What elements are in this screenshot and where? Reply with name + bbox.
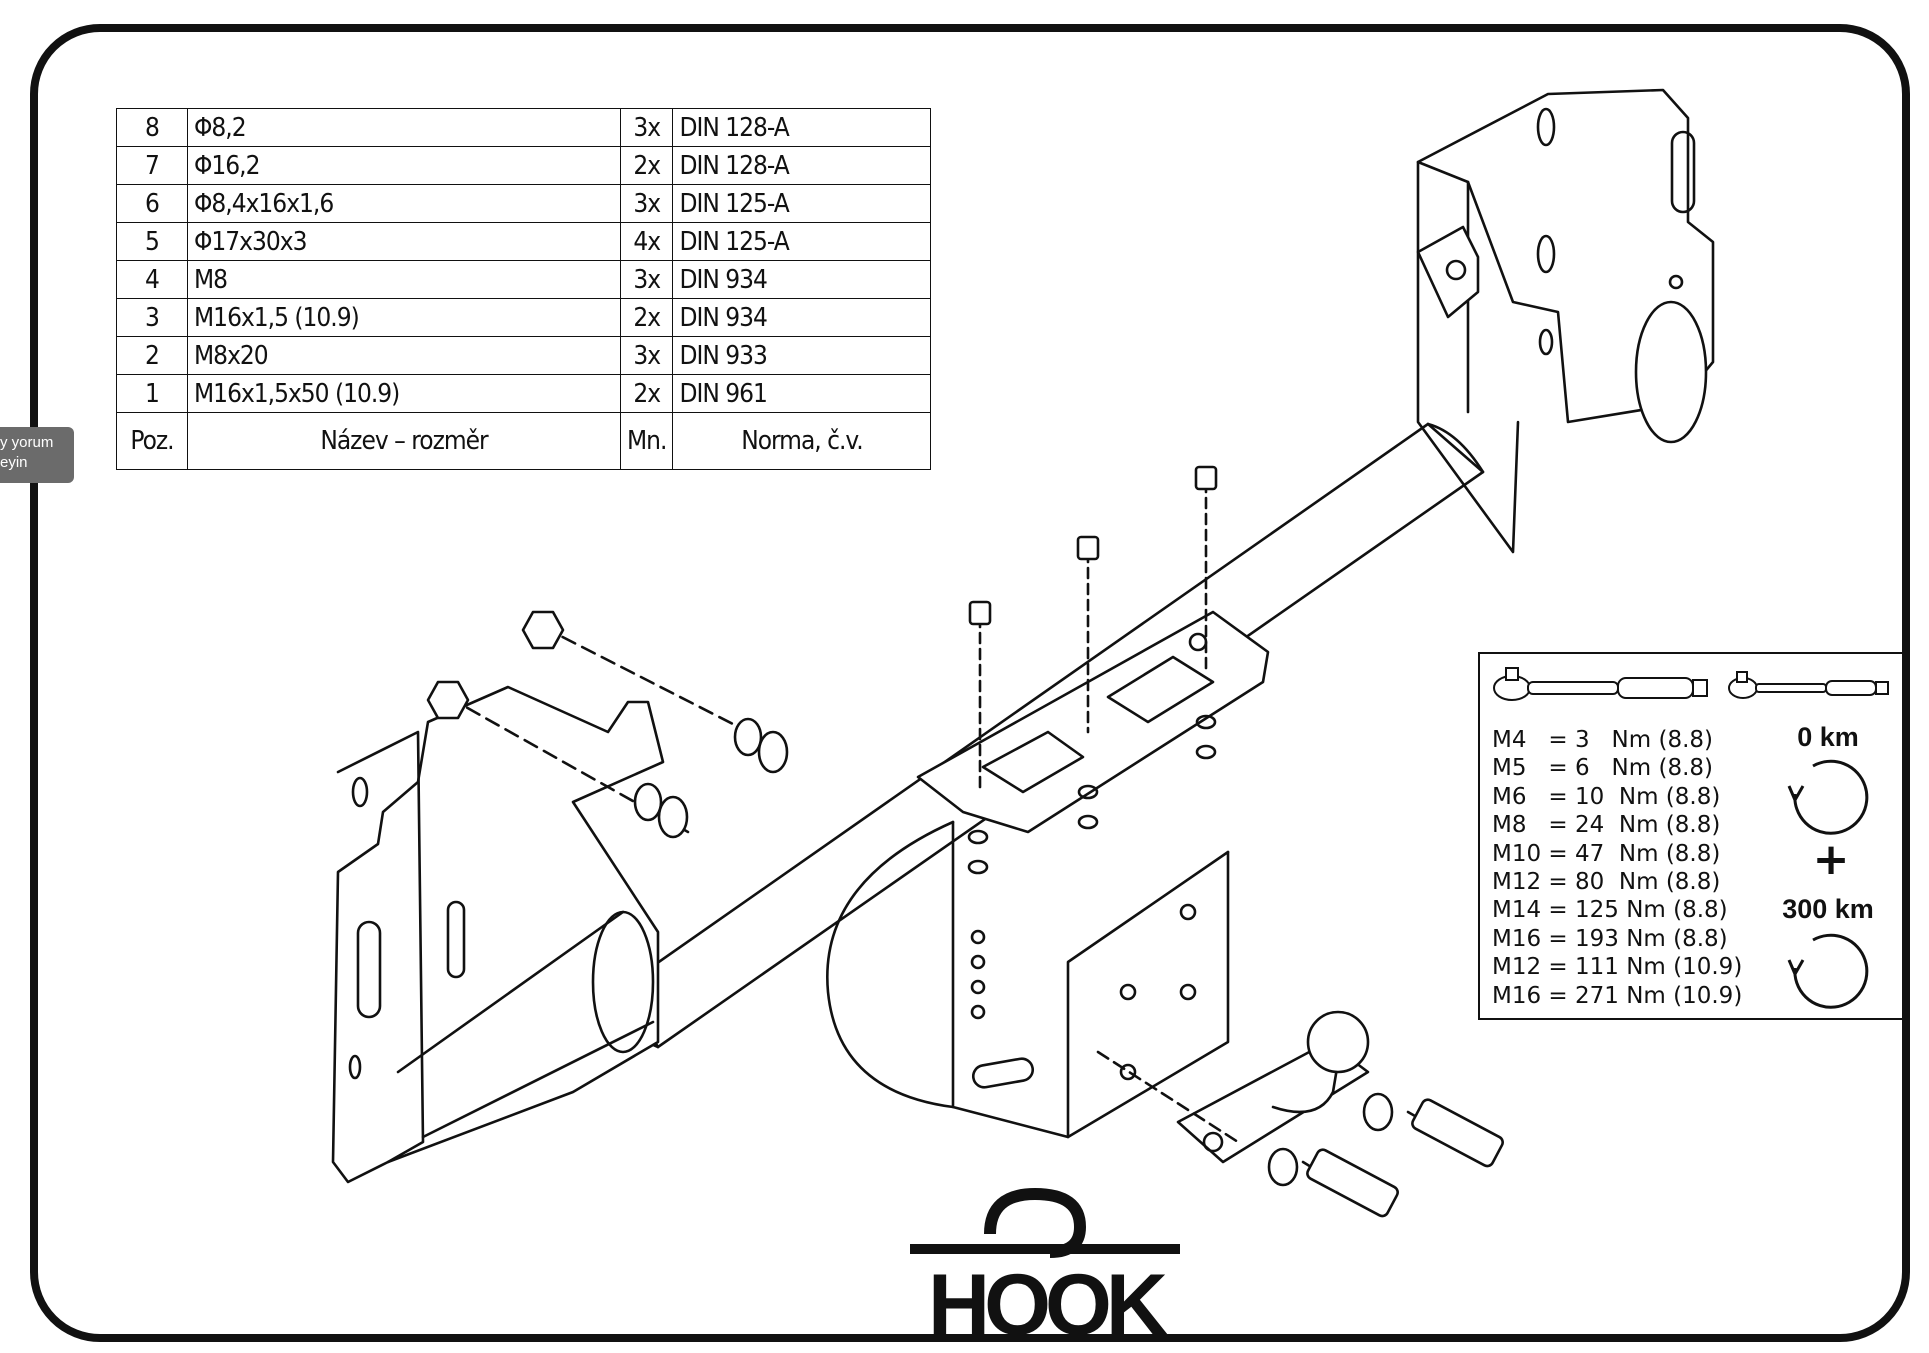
cell-norm: DIN 128-A [672,108,932,147]
cell-norm: DIN 934 [672,298,932,337]
cell-position: 8 [116,108,188,147]
cell-norm: DIN 125-A [672,222,932,261]
cell-quantity: 3x [619,260,674,299]
list-item: M14 = 125 Nm (8.8) [1492,897,1728,924]
table-header-row: Poz. Název – rozměr Mn. Norma, č.v. [116,412,932,470]
cell-position: 3 [116,298,188,337]
cell-norm: DIN 961 [672,374,932,413]
tow-ball-assembly [1096,1010,1504,1218]
towbar-assembly-drawing [331,88,1715,1218]
cell-name: M8x20 [187,336,621,375]
plus-sign: + [1812,834,1850,885]
torque-spec-box: M4 = 3 Nm (8.8) M5 = 6 Nm (8.8) M6 = 10 … [1478,652,1902,1020]
list-item: M6 = 10 Nm (8.8) [1492,783,1721,810]
list-item: M10 = 47 Nm (8.8) [1492,840,1721,867]
cell-quantity: 2x [619,298,674,337]
cell-quantity: 3x [619,336,674,375]
cell-name: Φ8,2 [187,108,621,147]
table-row: 1 M16x1,5x50 (10.9) 2x DIN 961 [116,374,932,413]
cell-position: 7 [116,146,188,185]
table-row: 8 Φ8,2 3x DIN 128-A [116,108,932,147]
header-norm: Norma, č.v. [672,412,932,470]
list-item: M4 = 3 Nm (8.8) [1492,727,1714,753]
cell-name: M16x1,5 (10.9) [187,298,621,337]
cell-name: Φ8,4x16x1,6 [187,184,621,223]
cell-norm: DIN 125-A [672,184,932,223]
first-tightening-label: 0 km [1797,722,1859,752]
list-item: M16 = 193 Nm (8.8) [1492,925,1728,952]
cell-name: M16x1,5x50 (10.9) [187,374,621,413]
header-quantity: Mn. [619,412,674,470]
table-row: 2 M8x20 3x DIN 933 [116,336,932,375]
header-name: Název – rozměr [187,412,621,470]
cell-norm: DIN 933 [672,336,932,375]
torque-values-list: M4 = 3 Nm (8.8) M5 = 6 Nm (8.8) M6 = 10 … [1492,726,1742,1010]
list-item: M12 = 111 Nm (10.9) [1492,954,1743,981]
table-row: 3 M16x1,5 (10.9) 2x DIN 934 [116,298,932,337]
left-bracket [331,685,665,1184]
cell-quantity: 3x [619,184,674,223]
cell-position: 5 [116,222,188,261]
cell-quantity: 4x [619,222,674,261]
cell-position: 6 [116,184,188,223]
list-item: M5 = 6 Nm (8.8) [1492,755,1714,782]
right-bracket [1416,88,1715,554]
cell-norm: DIN 934 [672,260,932,299]
header-position: Poz. [116,412,188,470]
table-row: 5 Φ17x30x3 4x DIN 125-A [116,222,932,261]
parts-list-table: 8 Φ8,2 3x DIN 128-A 7 Φ16,2 2x DIN 128-A… [116,108,932,470]
cell-name: Φ16,2 [187,146,621,185]
comment-side-tab[interactable]: y yorum eyin [0,427,74,483]
list-item: M8 = 24 Nm (8.8) [1492,812,1721,839]
table-row: 7 Φ16,2 2x DIN 128-A [116,146,932,185]
table-row: 4 M8 3x DIN 934 [116,260,932,299]
drawing-sheet: 8 Φ8,2 3x DIN 128-A 7 Φ16,2 2x DIN 128-A… [30,24,1910,1342]
center-plate [826,610,1270,1139]
cell-norm: DIN 128-A [672,146,932,185]
cell-name: M8 [187,260,621,299]
table-row: 6 Φ8,4x16x1,6 3x DIN 125-A [116,184,932,223]
cell-position: 1 [116,374,188,413]
hook-logo: HOOK [910,1187,1180,1342]
cell-position: 2 [116,336,188,375]
logo-text: HOOK [928,1257,1168,1342]
fasteners [426,465,1218,1020]
retighten-cycle-icon [1787,933,1869,1009]
retightening-label: 300 km [1782,894,1874,924]
list-item: M16 = 271 Nm (10.9) [1492,982,1743,1009]
cell-quantity: 2x [619,146,674,185]
tighten-cycle-icon [1787,759,1869,835]
side-tab-line-2: eyin [0,454,28,471]
side-tab-line-1: y yorum [0,434,54,451]
cell-quantity: 2x [619,374,674,413]
list-item: M12 = 80 Nm (8.8) [1492,869,1721,896]
cell-name: Φ17x30x3 [187,222,621,261]
torque-wrench-icon [1493,667,1889,701]
cell-position: 4 [116,260,188,299]
cell-quantity: 3x [619,108,674,147]
